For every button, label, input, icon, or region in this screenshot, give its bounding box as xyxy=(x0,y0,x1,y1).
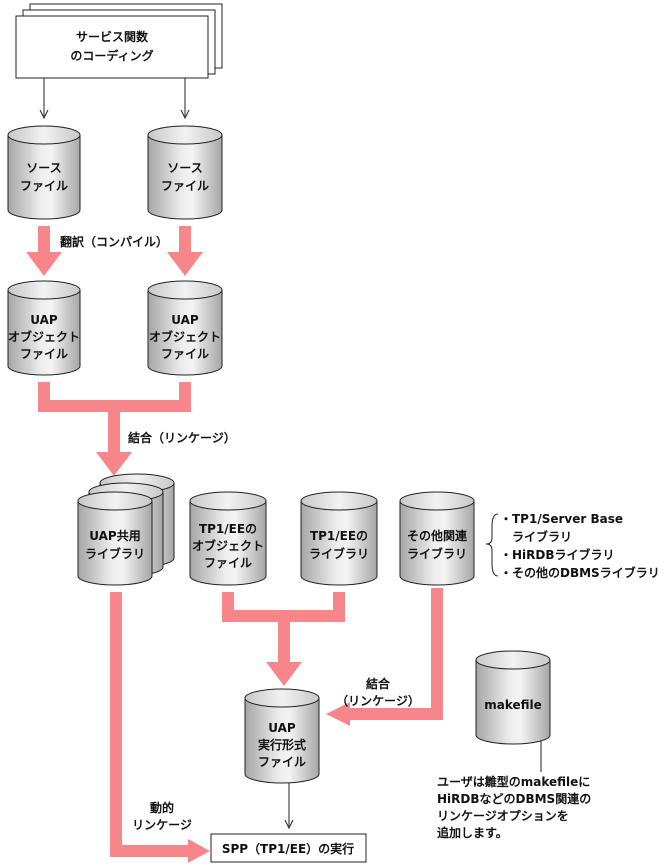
start-documents: サービス関数 のコーディング xyxy=(15,3,223,79)
other-lib-label-2: ライブラリ xyxy=(407,546,467,561)
other-lib-label-1: その他関連 xyxy=(407,528,468,543)
makefile-note-line-3: リンケージオプションを xyxy=(437,808,569,823)
makefile-note-line-1: ユーザは雛型のmakefileに xyxy=(437,774,590,789)
source2-label-2: ファイル xyxy=(161,179,209,193)
tp1-obj-label-2: オブジェクト xyxy=(192,538,264,553)
spp-label: SPP（TP1/EE）の実行 xyxy=(222,841,354,856)
start-label-1: サービス関数 xyxy=(76,29,149,44)
other-library-cylinder: その他関連 ライブラリ xyxy=(399,491,475,586)
link-step-label: 結合（リンケージ） xyxy=(128,430,236,445)
dynamic-link-label-1: 動的 xyxy=(150,800,174,815)
makefile-label: makefile xyxy=(484,698,542,712)
uap-lib-label-1: UAP共用 xyxy=(89,528,140,543)
exe-label-1: UAP xyxy=(268,721,296,735)
makefile-note-line-2: HiRDBなどのDBMS関連の xyxy=(437,791,591,806)
uap-shared-library-cylinders: UAP共用 ライブラリ xyxy=(77,473,175,586)
tp1-obj-label-1: TP1/EEの xyxy=(199,522,257,536)
obj2-label-2: オブジェクト xyxy=(149,329,221,344)
object-file-cylinder-1: UAP オブジェクト ファイル xyxy=(7,280,81,376)
uap-lib-label-2: ライブラリ xyxy=(85,546,145,561)
exe-label-2: 実行形式 xyxy=(258,737,306,752)
obj1-label-3: ファイル xyxy=(20,347,68,361)
tp1-object-file-cylinder: TP1/EEの オブジェクト ファイル xyxy=(189,491,267,586)
makefile-cylinder: makefile xyxy=(475,650,551,745)
dynamic-link-label-2: リンケージ xyxy=(132,818,192,832)
exe-label-3: ファイル xyxy=(258,755,306,769)
lib-list-item-2: ライブラリ xyxy=(500,529,572,544)
tp1-lib-label-1: TP1/EEの xyxy=(310,529,368,543)
library-list: ・TP1/Server Base ライブラリ ・HiRDBライブラリ ・その他の… xyxy=(500,512,660,580)
makefile-note-line-4: 追加します。 xyxy=(437,825,508,840)
source1-label-1: ソース xyxy=(26,161,61,175)
start-label-2: のコーディング xyxy=(70,48,153,63)
lib-list-item-4: ・その他のDBMSライブラリ xyxy=(500,565,660,580)
lib-list-item-3: ・HiRDBライブラリ xyxy=(500,547,615,562)
makefile-note: ユーザは雛型のmakefileに HiRDBなどのDBMS関連の リンケージオプ… xyxy=(437,774,591,840)
source1-label-2: ファイル xyxy=(20,179,68,193)
link2-label-2: （リンケージ） xyxy=(336,693,420,708)
obj1-label-2: オブジェクト xyxy=(8,329,80,344)
link2-label-1: 結合 xyxy=(366,676,391,691)
compile-step-label: 翻訳（コンパイル） xyxy=(60,234,168,249)
obj1-label-1: UAP xyxy=(30,313,58,327)
pink-flow-arrows xyxy=(26,226,443,863)
tp1-library-cylinder: TP1/EEの ライブラリ xyxy=(300,491,378,586)
lib-list-item-1: ・TP1/Server Base xyxy=(500,512,623,526)
obj2-label-3: ファイル xyxy=(161,347,209,361)
source-file-cylinder-2: ソース ファイル xyxy=(147,125,223,220)
object-file-cylinder-2: UAP オブジェクト ファイル xyxy=(147,280,223,376)
obj2-label-1: UAP xyxy=(171,313,199,327)
source2-label-1: ソース xyxy=(167,161,202,175)
tp1-obj-label-3: ファイル xyxy=(204,556,252,570)
tp1-lib-label-2: ライブラリ xyxy=(309,546,369,561)
uap-executable-cylinder: UAP 実行形式 ファイル xyxy=(244,688,320,784)
source-file-cylinder-1: ソース ファイル xyxy=(7,125,81,220)
spp-execution-box: SPP（TP1/EE）の実行 xyxy=(210,833,367,863)
